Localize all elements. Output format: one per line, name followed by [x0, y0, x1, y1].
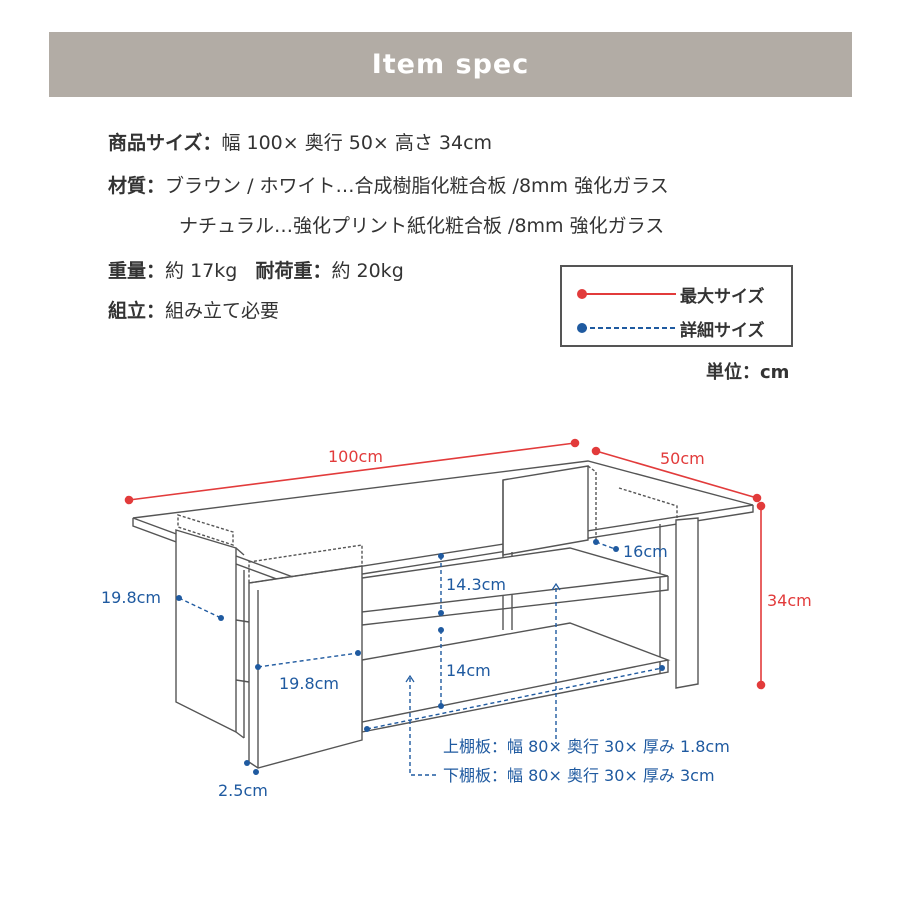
width-dimension-label: 100cm: [328, 447, 383, 466]
spec-assembly-value: 組み立て必要: [165, 300, 280, 322]
spec-size-value: 幅 100× 奥行 50× 高さ 34cm: [221, 132, 493, 154]
spec-material: 材質：ブラウン / ホワイト…合成樹脂化粧合板 /8mm 強化ガラス: [108, 171, 669, 198]
lower-gap-dot-top: [438, 627, 444, 633]
page-header: Item spec: [49, 32, 852, 97]
upper-gap-dot-top: [438, 553, 444, 559]
max-dimensions: [124, 438, 766, 690]
spec-material-label: 材質: [108, 175, 147, 197]
front-panel-label: 19.8cm: [279, 674, 339, 693]
spec-size: 商品サイズ：幅 100× 奥行 50× 高さ 34cm: [108, 128, 492, 155]
lower-shelf-dot-end: [659, 665, 665, 671]
depth-dimension-end-dot: [752, 493, 762, 503]
spec-weight: 重量：約 17kg 耐荷重：約 20kg: [108, 256, 404, 283]
left-panel-dot-start: [176, 595, 182, 601]
spec-weight-sep: ：: [146, 260, 166, 282]
spec-size-label: 商品サイズ: [108, 132, 203, 154]
spec-material-line1: ブラウン / ホワイト…合成樹脂化粧合板 /8mm 強化ガラス: [165, 175, 669, 197]
spec-size-sep: ：: [202, 132, 222, 154]
detail-dimensions: [178, 541, 663, 776]
rear-post-dimension-line: [595, 541, 616, 550]
lower-gap-dot-bottom: [438, 703, 444, 709]
legend-max-line-icon: [577, 289, 676, 299]
header-title: Item spec: [371, 49, 530, 80]
spec-load-label: 耐荷重: [255, 260, 313, 282]
spec-material-sep: ：: [146, 175, 166, 197]
height-dimension-end-dot: [756, 680, 766, 690]
width-dimension-start-dot: [124, 495, 134, 505]
thickness-dot-start: [244, 760, 250, 766]
spec-assembly-sep: ：: [146, 300, 166, 322]
depth-dimension-start-dot: [591, 446, 601, 456]
spec-assembly-label: 組立: [108, 300, 147, 322]
spec-weight-label: 重量: [108, 260, 147, 282]
detail-dots: [176, 539, 665, 775]
width-dimension-line: [128, 442, 576, 501]
spec-load-value: 約 20kg: [331, 260, 404, 282]
front-panel-dot-end: [355, 650, 361, 656]
spec-assembly: 組立：組み立て必要: [108, 296, 279, 323]
upper-shelf-note: 上棚板：幅 80× 奥行 30× 厚み 1.8cm: [443, 737, 730, 756]
legend-max: 最大サイズ: [562, 279, 791, 309]
spec-material-line2-text: ナチュラル…強化プリント紙化粧合板 /8mm 強化ガラス: [179, 215, 665, 237]
spec-load-sep: ：: [312, 260, 332, 282]
thickness-dot-end: [253, 769, 259, 775]
lower-shelf-note: 下棚板：幅 80× 奥行 30× 厚み 3cm: [443, 766, 715, 785]
left-panel-dot-end: [218, 615, 224, 621]
lower-shelf-width-line: [366, 667, 663, 730]
left-panel-label: 19.8cm: [101, 588, 161, 607]
legend-detail: 詳細サイズ: [562, 313, 791, 343]
lower-gap-label: 14cm: [446, 661, 491, 680]
lower-shelf-leader: [409, 678, 438, 776]
rear-post-label: 16cm: [623, 542, 668, 561]
unit-label: 単位：cm: [706, 362, 790, 383]
shelf-arrow-icons: [405, 582, 561, 683]
lower-shelf-dot-start: [364, 726, 370, 732]
legend-box: 最大サイズ 詳細サイズ: [560, 265, 793, 347]
upper-gap-dot-bottom: [438, 610, 444, 616]
width-dimension-end-dot: [570, 438, 580, 448]
legend-max-label: 最大サイズ: [680, 287, 765, 307]
rear-post-dot-end: [613, 546, 619, 552]
lower-shelf-arrow-icon: [405, 674, 415, 683]
depth-dimension-label: 50cm: [660, 449, 705, 468]
upper-gap-label: 14.3cm: [446, 575, 506, 594]
table-drawing: [132, 460, 754, 769]
front-panel-dimension-line: [257, 652, 359, 668]
left-panel-dimension-line: [178, 597, 222, 619]
upper-shelf-arrow-icon: [551, 582, 561, 591]
spec-weight-value: 約 17kg: [165, 260, 238, 282]
depth-dimension-line: [595, 450, 758, 499]
spec-material-line2: ナチュラル…強化プリント紙化粧合板 /8mm 強化ガラス: [179, 211, 664, 238]
height-dimension-start-dot: [756, 501, 766, 511]
legend-detail-line-icon: [577, 323, 676, 333]
thickness-label: 2.5cm: [218, 781, 268, 800]
front-panel-dot-start: [255, 664, 261, 670]
height-dimension-label: 34cm: [767, 591, 812, 610]
rear-post-dot-start: [593, 539, 599, 545]
legend-detail-label: 詳細サイズ: [680, 321, 765, 341]
